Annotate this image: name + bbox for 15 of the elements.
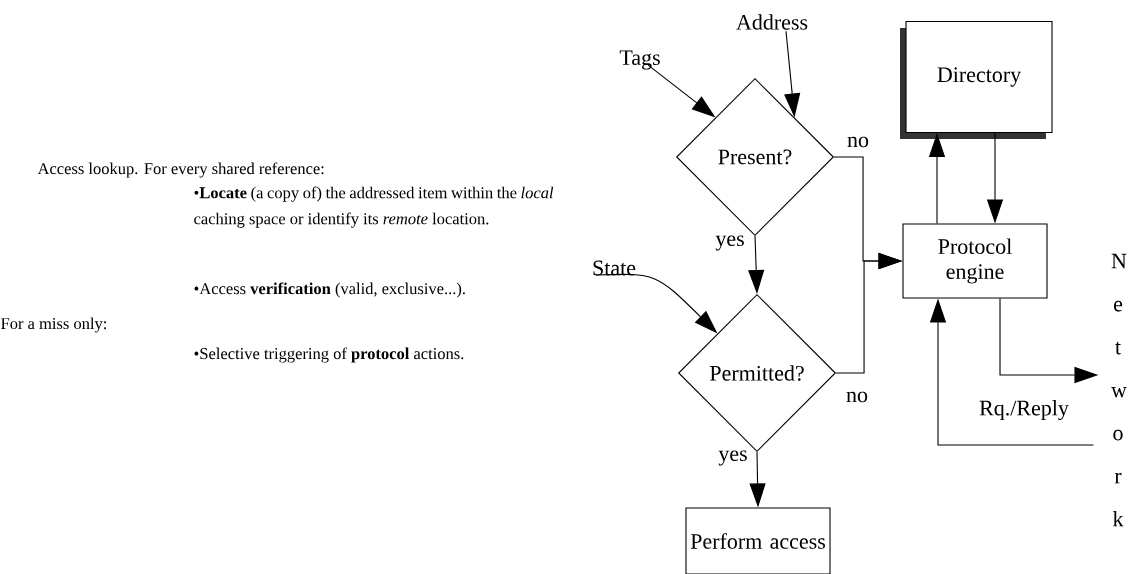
input-label: Tags <box>619 50 660 70</box>
edge-label: no <box>846 135 870 149</box>
input-label: Address <box>736 14 808 30</box>
process-box: Protocol engine <box>902 223 1048 299</box>
edge-label: no <box>845 390 869 404</box>
edge-label: Rq./Reply <box>978 399 1070 421</box>
text-paragraph: Access lookup. For every shared reference: <box>37 162 324 178</box>
vertical-label: N e t w o r k <box>1111 253 1127 527</box>
text-paragraph: •Locate (a copy of) the addressed item within the local caching space or identify its remote location. <box>194 186 554 228</box>
process-box: Perform access <box>685 507 831 574</box>
text-paragraph: •Access verification (valid, exclusive...). <box>194 282 465 298</box>
text-paragraph: For a miss only: <box>1 317 106 333</box>
process-box: Directory <box>900 20 1053 139</box>
text-paragraph: •Selective triggering of protocol actions. <box>194 347 464 363</box>
edge-label: yes <box>714 234 746 252</box>
